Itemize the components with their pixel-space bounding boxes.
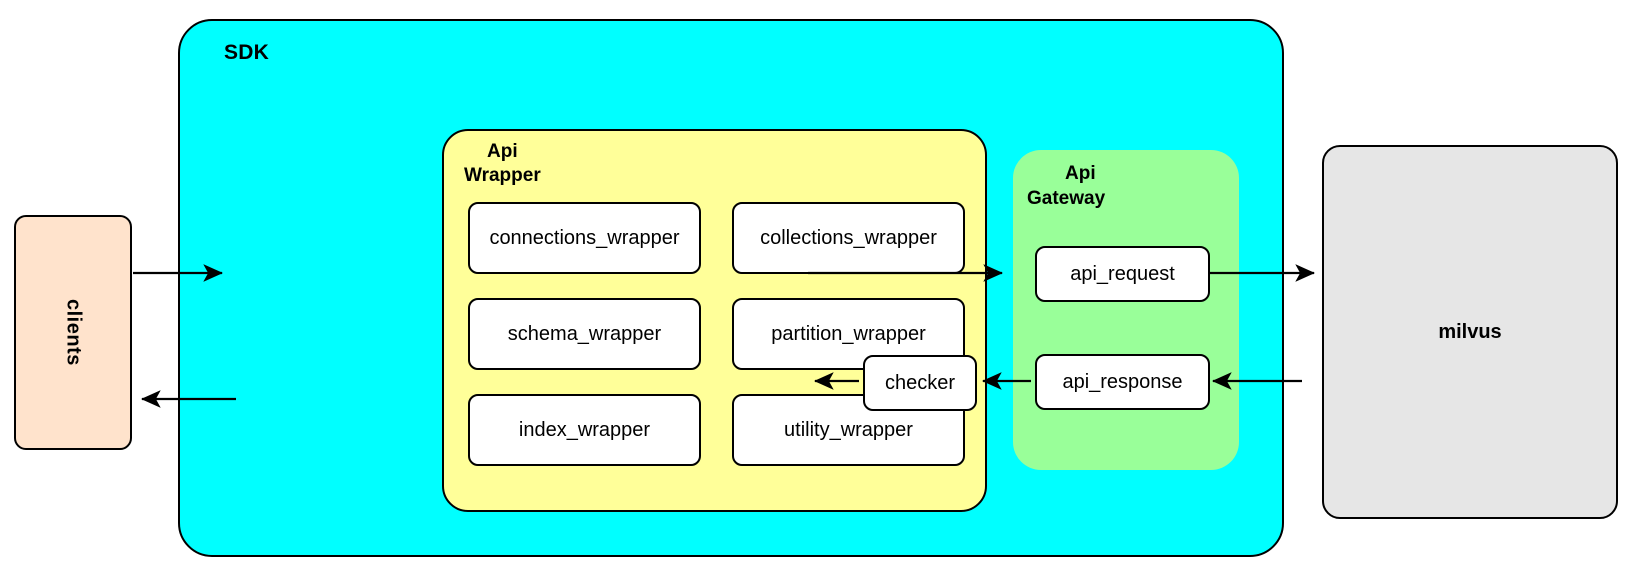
api-wrapper-label-line2: Wrapper [464,165,541,187]
api-request-node[interactable]: api_request [1035,246,1210,302]
module-schema-wrapper[interactable]: schema_wrapper [468,298,701,370]
api-wrapper-module-grid: connections_wrapper collections_wrapper … [444,131,985,510]
api-wrapper-label: Api Wrapper [464,140,614,189]
api-gateway-label-line1: Api [1065,163,1096,184]
module-connections-wrapper[interactable]: connections_wrapper [468,202,701,274]
clients-label: clients [62,299,85,366]
sdk-label: SDK [224,41,269,64]
clients-node[interactable]: clients [14,215,132,450]
api-wrapper-container[interactable]: Api Wrapper connections_wrapper collecti… [442,129,987,512]
api-response-node[interactable]: api_response [1035,354,1210,410]
api-gateway-container[interactable]: Api Gateway api_request api_response [1013,150,1239,470]
api-gateway-label: Api Gateway [1027,162,1227,211]
module-collections-wrapper[interactable]: collections_wrapper [732,202,965,274]
checker-node[interactable]: checker [863,355,977,411]
module-index-wrapper[interactable]: index_wrapper [468,394,701,466]
milvus-node[interactable]: milvus [1322,145,1618,519]
sdk-container[interactable]: SDK Api Wrapper connections_wrapper coll… [178,19,1284,557]
api-gateway-label-line2: Gateway [1027,187,1106,209]
api-wrapper-label-line1: Api [487,141,518,162]
